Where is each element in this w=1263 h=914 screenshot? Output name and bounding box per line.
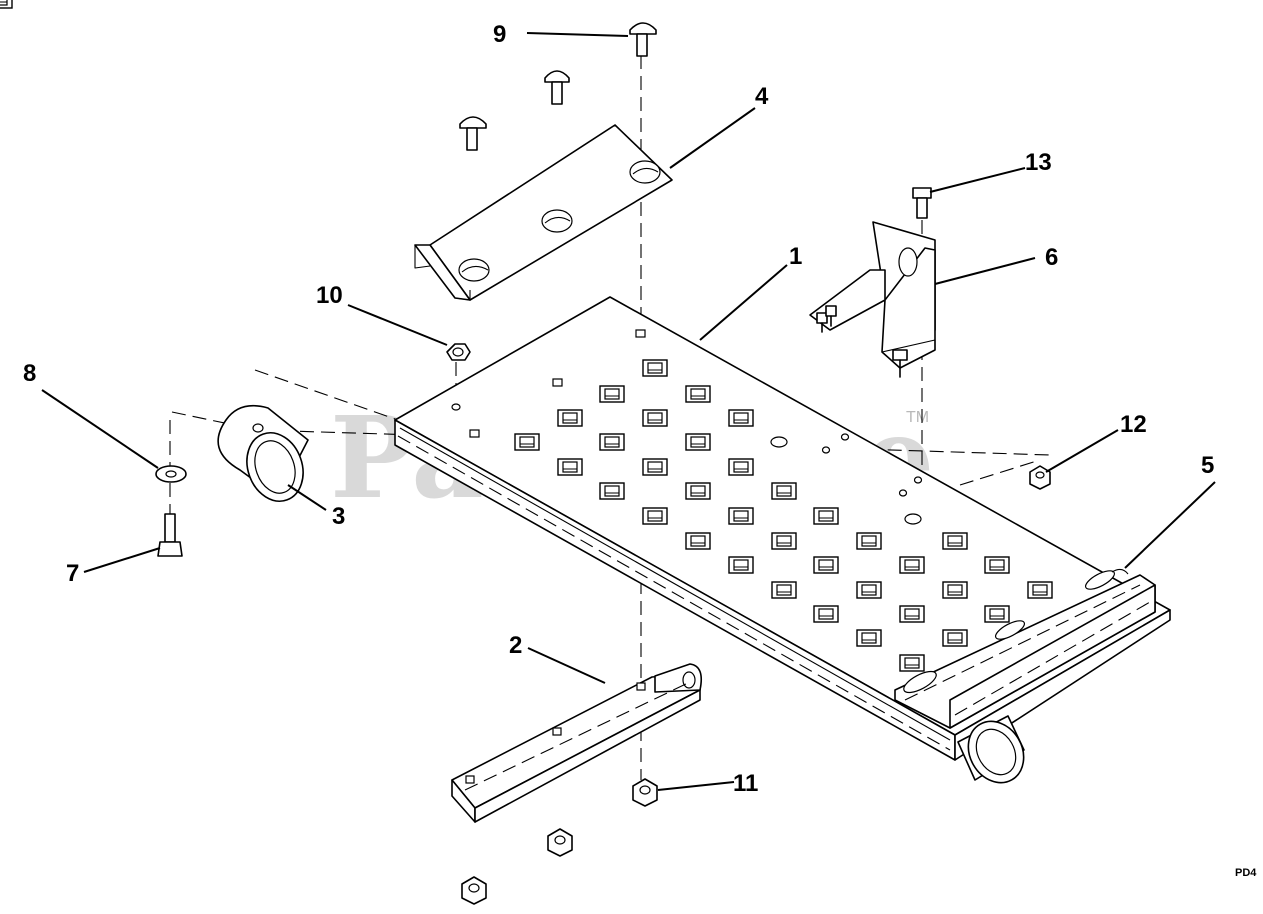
callout-12[interactable]: 12 xyxy=(1120,411,1147,438)
callout-labels: 9 4 13 6 1 10 8 3 12 5 7 2 11 xyxy=(23,21,1214,797)
carriage-bolts-part-9[interactable] xyxy=(459,22,657,151)
washer-part-8[interactable] xyxy=(155,465,187,483)
callout-3[interactable]: 3 xyxy=(332,503,345,530)
callout-9[interactable]: 9 xyxy=(493,21,506,48)
callout-1[interactable]: 1 xyxy=(789,243,802,270)
callout-8[interactable]: 8 xyxy=(23,360,36,387)
diagram-code: PD4 xyxy=(1235,867,1257,879)
top-bracket-part-4[interactable] xyxy=(414,124,673,301)
callout-10[interactable]: 10 xyxy=(316,282,343,309)
callout-11[interactable]: 11 xyxy=(733,770,758,797)
callout-5[interactable]: 5 xyxy=(1201,452,1214,479)
leader-lines xyxy=(41,32,1216,791)
platform-part-1[interactable] xyxy=(0,0,1171,761)
callout-4[interactable]: 4 xyxy=(755,83,769,110)
callout-6[interactable]: 6 xyxy=(1045,244,1058,271)
callout-13[interactable]: 13 xyxy=(1025,149,1052,176)
hex-nut-part-10[interactable] xyxy=(446,343,471,361)
callout-2[interactable]: 2 xyxy=(509,632,522,659)
spacer-part-3[interactable] xyxy=(217,404,312,509)
hex-nut-part-12[interactable] xyxy=(1029,465,1051,490)
lower-bracket-part-2[interactable] xyxy=(451,663,703,823)
bolt-part-7[interactable] xyxy=(157,513,183,557)
callout-7[interactable]: 7 xyxy=(66,560,79,587)
hex-nuts-part-11[interactable] xyxy=(461,778,658,905)
hex-bolt-part-13[interactable] xyxy=(912,187,932,219)
watermark-trademark: TM xyxy=(906,409,929,426)
hinge-bracket-part-5[interactable] xyxy=(894,567,1156,793)
side-bracket-part-6[interactable] xyxy=(809,221,936,378)
tread-pattern xyxy=(0,0,1053,672)
